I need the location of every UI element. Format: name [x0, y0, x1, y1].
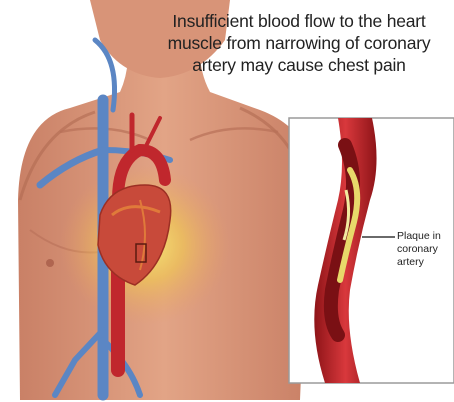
- plaque-label-line-1: Plaque in: [397, 230, 454, 243]
- plaque-label-line-3: artery: [397, 256, 454, 269]
- headline-line-3: artery may cause chest pain: [150, 54, 448, 76]
- headline-line-1: Insufficient blood flow to the heart: [150, 10, 448, 32]
- plaque-label-line-2: coronary: [397, 243, 454, 256]
- headline: Insufficient blood flow to the heart mus…: [150, 10, 448, 76]
- plaque-label: Plaque in coronary artery: [397, 230, 454, 269]
- headline-line-2: muscle from narrowing of coronary: [150, 32, 448, 54]
